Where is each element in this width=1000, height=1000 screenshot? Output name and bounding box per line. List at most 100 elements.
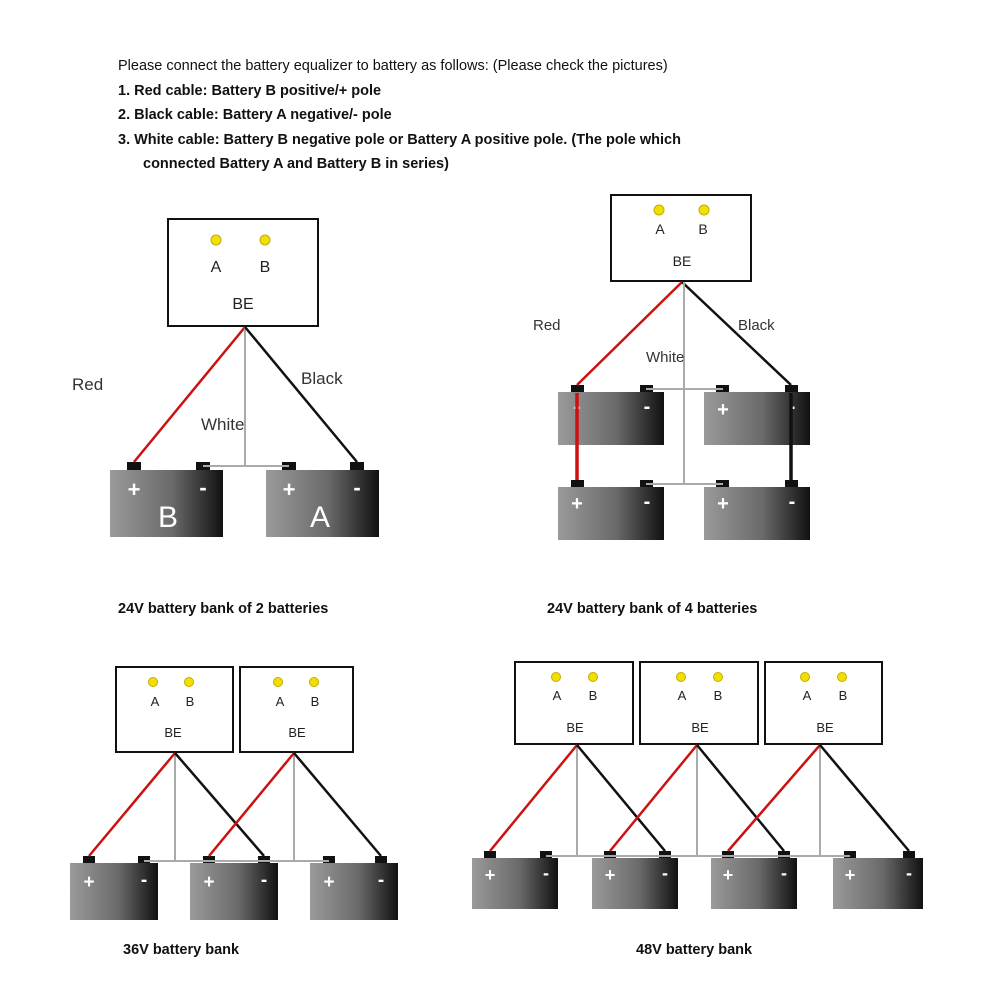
diagram-caption: 48V battery bank	[636, 942, 753, 958]
led-a-label: A	[276, 694, 285, 709]
black-cable-3	[819, 744, 910, 852]
battery-minus: -	[906, 863, 912, 883]
battery-3: + -	[310, 856, 398, 920]
black-cable-2	[293, 752, 382, 857]
battery-plus: +	[845, 865, 856, 885]
led-b-icon	[588, 672, 598, 682]
battery-b: + - B	[110, 462, 223, 537]
instructions-intro: Please connect the battery equalizer to …	[118, 58, 668, 74]
led-b-label: B	[839, 688, 848, 703]
equalizer-label: BE	[691, 720, 709, 735]
battery-minus: -	[261, 870, 267, 891]
battery-plus: +	[83, 872, 94, 893]
led-b-icon	[698, 204, 710, 216]
battery-4: + -	[833, 851, 923, 909]
battery-minus: -	[781, 863, 787, 883]
black-cable-2	[696, 744, 785, 852]
battery-b-plus: +	[128, 477, 141, 502]
black-cable	[681, 281, 792, 386]
led-a-icon	[676, 672, 686, 682]
battery-2: + -	[190, 856, 278, 920]
battery-minus: -	[644, 396, 651, 418]
led-a-label: A	[655, 221, 665, 237]
led-a-icon	[653, 204, 665, 216]
instruction-step-3: 3. White cable: Battery B negative pole …	[118, 131, 681, 148]
led-a-label: A	[803, 688, 812, 703]
battery-3: + -	[711, 851, 797, 909]
battery-2: + -	[592, 851, 678, 909]
equalizer-box-3: A B BE	[764, 661, 883, 745]
led-b-icon	[309, 677, 319, 687]
battery-minus: -	[141, 870, 147, 891]
equalizer-label: BE	[164, 725, 182, 740]
led-a-icon	[148, 677, 158, 687]
led-b-label: B	[714, 688, 723, 703]
battery-bottom-right: + -	[704, 480, 810, 540]
led-b-label: B	[311, 694, 320, 709]
led-a-label: A	[211, 259, 222, 276]
instruction-step-2: 2. Black cable: Battery A negative/- pol…	[118, 107, 392, 123]
equalizer-box-2: A B BE	[639, 661, 759, 745]
battery-b-label: B	[158, 501, 178, 534]
black-cable-label: Black	[301, 369, 343, 388]
led-b-icon	[184, 677, 194, 687]
equalizer-box: A B BE	[610, 194, 752, 282]
battery-a-label: A	[310, 501, 330, 534]
equalizer-box-2: A B BE	[239, 666, 354, 753]
led-b-label: B	[589, 688, 598, 703]
led-a-label: A	[151, 694, 160, 709]
battery-minus: -	[662, 863, 668, 883]
equalizer-label: BE	[566, 720, 584, 735]
equalizer-label: BE	[232, 296, 253, 313]
battery-minus: -	[789, 491, 796, 513]
battery-1: + -	[70, 856, 158, 920]
equalizer-label: BE	[673, 253, 692, 269]
instruction-step-3-continued: connected Battery A and Battery B in ser…	[143, 156, 449, 172]
red-cable-label: Red	[533, 317, 561, 334]
red-cable-label: Red	[72, 375, 103, 394]
equalizer-box-1: A B BE	[514, 661, 634, 745]
red-cable-3	[727, 744, 821, 852]
instructions: Please connect the battery equalizer to …	[118, 54, 958, 177]
battery-a-minus: -	[353, 475, 360, 500]
battery-plus: +	[485, 865, 496, 885]
diagram-24v-2-batteries: A B BE + - B + - A Red White Black 24V b…	[72, 218, 379, 617]
red-cable-1	[88, 752, 176, 857]
red-cable-1	[489, 744, 578, 852]
led-b-label: B	[186, 694, 195, 709]
battery-top-left: - -	[558, 385, 664, 445]
diagram-24v-4-batteries: A B BE - - + - + -	[533, 194, 810, 617]
led-a-icon	[210, 234, 222, 246]
led-b-icon	[713, 672, 723, 682]
diagram-caption: 24V battery bank of 4 batteries	[547, 601, 757, 617]
led-b-label: B	[698, 221, 707, 237]
battery-minus: -	[644, 491, 651, 513]
black-cable-label: Black	[738, 317, 775, 334]
black-cable-1	[174, 752, 265, 857]
white-cable-label: White	[201, 415, 244, 434]
battery-plus: +	[571, 493, 583, 515]
battery-plus: +	[717, 399, 729, 421]
battery-plus: +	[323, 872, 334, 893]
led-a-label: A	[553, 688, 562, 703]
black-cable-1	[576, 744, 666, 852]
led-a-label: A	[678, 688, 687, 703]
led-a-icon	[273, 677, 283, 687]
diagram-caption: 24V battery bank of 2 batteries	[118, 601, 328, 617]
red-cable	[576, 281, 683, 386]
red-cable	[133, 326, 246, 463]
battery-top-right: + -	[704, 385, 810, 445]
battery-plus: +	[605, 865, 616, 885]
led-b-icon	[837, 672, 847, 682]
battery-a: + - A	[266, 462, 379, 537]
red-cable-2	[208, 752, 295, 857]
battery-plus: +	[723, 865, 734, 885]
diagram-caption: 36V battery bank	[123, 942, 240, 958]
led-b-icon	[259, 234, 271, 246]
battery-plus: +	[717, 493, 729, 515]
equalizer-box-1: A B BE	[115, 666, 234, 753]
battery-minus: -	[543, 863, 549, 883]
diagram-48v: A B BE A B BE A B BE + -	[472, 661, 923, 958]
led-a-icon	[551, 672, 561, 682]
